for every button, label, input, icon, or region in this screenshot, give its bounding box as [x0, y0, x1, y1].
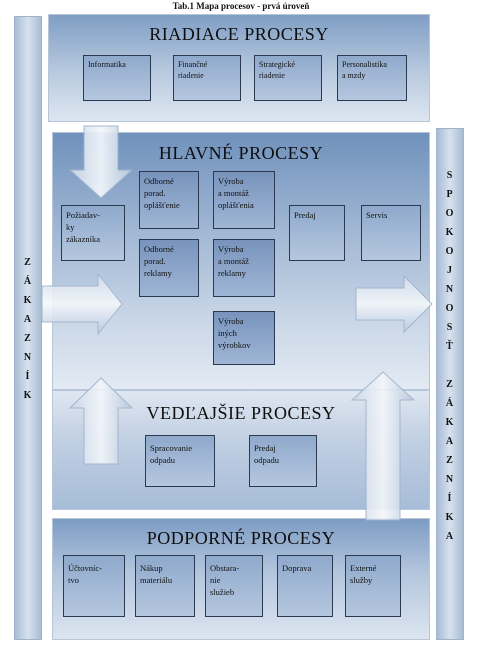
customer-satisfaction-band-letter: O	[445, 246, 455, 257]
customer-satisfaction-band-letter: Z	[446, 379, 454, 390]
customer-satisfaction-band-letter: Z	[446, 455, 454, 466]
process-box-uctovnictvo: Účtovníc- tvo	[63, 555, 125, 617]
customer-band-letter: N	[23, 352, 33, 363]
management-processes-title: RIADIACE PROCESY	[149, 24, 329, 44]
process-box-informatika: Informatika	[83, 55, 151, 101]
customer-satisfaction-band-letter: S	[446, 322, 454, 333]
secondary-processes-title: VEDĽAJŠIE PROCESY	[146, 403, 336, 423]
customer-satisfaction-band-letter: Á	[445, 398, 455, 409]
process-box-poziadavky-zakaznika: Požiadav- ky zákazníka	[61, 205, 125, 261]
process-box-predaj: Predaj	[289, 205, 345, 261]
process-box-odborne-reklamy: Odborné porad. reklamy	[139, 239, 199, 297]
customer-satisfaction-band-letter: A	[445, 531, 455, 542]
process-box-nakup-materialu: Nákup materiálu	[135, 555, 195, 617]
process-box-externe-sluzby: Externé služby	[345, 555, 401, 617]
customer-band-letter: Í	[25, 371, 31, 382]
customer-band-letter: K	[23, 390, 33, 401]
process-box-vyroba-oplastenia: Výroba a montáž oplášťenia	[213, 171, 275, 229]
support-processes-panel: PODPORNÉ PROCESY Účtovníc- tvo Nákup mat…	[52, 518, 430, 640]
customer-satisfaction-band-letter: J	[447, 265, 453, 276]
process-box-financne-riadenie: Finančné riadenie	[173, 55, 241, 101]
customer-satisfaction-band-letter: N	[445, 474, 455, 485]
table-caption: Tab.1 Mapa procesov - prvá úroveň	[172, 1, 310, 11]
customer-band-letter: K	[23, 295, 33, 306]
process-box-servis: Servis	[361, 205, 421, 261]
support-processes-title: PODPORNÉ PROCESY	[146, 528, 336, 548]
process-box-vyroba-reklamy: Výroba a montáž reklamy	[213, 239, 275, 297]
main-processes-title: HLAVNÉ PROCESY	[158, 143, 324, 163]
secondary-processes-panel: VEDĽAJŠIE PROCESY Spracovanie odpadu Pre…	[52, 390, 430, 510]
process-box-predaj-odpadu: Predaj odpadu	[249, 435, 317, 487]
process-box-odborne-oplastenie: Odborné porad. oplášťenie	[139, 171, 199, 229]
customer-band-letter: Z	[24, 333, 32, 344]
process-box-doprava: Doprava	[277, 555, 333, 617]
customer-satisfaction-band-letter: Ť	[446, 341, 454, 352]
customer-satisfaction-band-letter: O	[445, 303, 455, 314]
customer-satisfaction-band-letter: K	[445, 512, 455, 523]
customer-satisfaction-band-letter: N	[445, 284, 455, 295]
customer-band-letter: A	[23, 314, 33, 325]
process-box-personalistika: Personalistika a mzdy	[337, 55, 407, 101]
customer-satisfaction-band-letter: S	[446, 170, 454, 181]
process-box-spracovanie-odpadu: Spracovanie odpadu	[145, 435, 215, 487]
customer-band-letter: Z	[24, 257, 32, 268]
process-box-obstaranie-sluzieb: Obstara- nie služieb	[205, 555, 263, 617]
customer-satisfaction-band-letter: K	[445, 227, 455, 238]
customer-satisfaction-band-letter: A	[445, 436, 455, 447]
process-box-strategicke-riadenie: Strategické riadenie	[254, 55, 322, 101]
customer-satisfaction-band-letter: K	[445, 417, 455, 428]
main-processes-panel: HLAVNÉ PROCESY Požiadav- ky zákazníka Od…	[52, 132, 430, 390]
process-box-vyroba-inych: Výroba iných výrobkov	[213, 311, 275, 365]
management-processes-panel: RIADIACE PROCESY Informatika Finančné ri…	[48, 14, 430, 122]
customer-satisfaction-band-letter: Í	[447, 493, 453, 504]
customer-satisfaction-band-letter: P	[446, 189, 454, 200]
customer-band-letter: Á	[23, 276, 33, 287]
customer-satisfaction-band-letter: O	[445, 208, 455, 219]
